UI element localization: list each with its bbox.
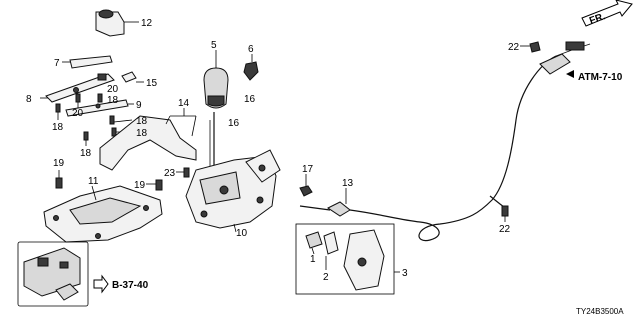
callout-22: 22 [499, 224, 511, 235]
callout-12: 12 [141, 18, 153, 29]
part-bolts [55, 170, 163, 191]
callout-18b: 18 [52, 122, 64, 133]
part-shift-lever-assembly [185, 149, 281, 233]
callout-13: 13 [342, 178, 354, 189]
callout-8: 11 [88, 176, 99, 187]
callout-6: 6 [248, 44, 254, 55]
callout-2: 2 [323, 272, 329, 283]
callout-18c: 18 [136, 116, 148, 127]
callout-7: 10 [236, 228, 248, 239]
callout-1: 1 [310, 254, 316, 265]
callout-21: 22 [508, 42, 520, 53]
part-top-trim [62, 55, 113, 69]
part-module-assembly [17, 241, 89, 307]
fr-direction-arrow [581, 0, 633, 27]
callout-20a: 20 [107, 84, 119, 95]
callout-17: 17 [302, 164, 314, 175]
callout-15: 15 [146, 78, 158, 89]
callout-5: 5 [211, 40, 217, 51]
part-clip-22 [501, 205, 509, 222]
callout-18d: 18 [136, 128, 148, 139]
callout-10: 8 [26, 94, 32, 105]
ref-atm-7-10: ATM-7-10 [578, 72, 623, 83]
part-cable-top-end [520, 41, 585, 75]
ref-arrow-b-37-40 [93, 274, 109, 294]
callout-labels: 12 7 8 15 20 18 9 20 18 18 18 18 14 5 6 … [26, 18, 520, 283]
part-indicator-panel [40, 73, 115, 103]
part-clip [121, 71, 144, 83]
callout-19b: 19 [134, 180, 146, 191]
callout-16a: 16 [244, 94, 256, 105]
part-bolt-23 [176, 167, 190, 178]
part-nut-17 [299, 174, 313, 197]
callout-11: 9 [136, 100, 142, 111]
part-lower-trim [65, 99, 134, 117]
callout-23: 23 [164, 168, 176, 179]
callout-16b: 16 [228, 118, 240, 129]
callout-9: 7 [54, 58, 60, 69]
part-shift-cable [349, 43, 591, 242]
ref-b-37-40: B-37-40 [112, 280, 149, 291]
callout-18a: 18 [107, 95, 119, 106]
callout-20b: 20 [72, 108, 84, 119]
part-knob-cover [95, 9, 139, 37]
part-screws [55, 93, 134, 146]
callout-19a: 19 [53, 158, 65, 169]
callout-3: 3 [402, 268, 408, 279]
diagram-code: TY24B3500A [576, 307, 624, 316]
part-shift-knob [203, 50, 229, 109]
ref-arrow-atm-7-10 [566, 70, 574, 78]
part-cable-bracket-assembly [295, 223, 400, 295]
callout-14: 14 [178, 98, 190, 109]
part-knob-button [243, 54, 259, 81]
part-indicator-bracket [99, 108, 197, 171]
direction-label: FR. [588, 11, 607, 27]
callout-18e: 18 [80, 148, 92, 159]
part-base-plate [43, 185, 163, 243]
